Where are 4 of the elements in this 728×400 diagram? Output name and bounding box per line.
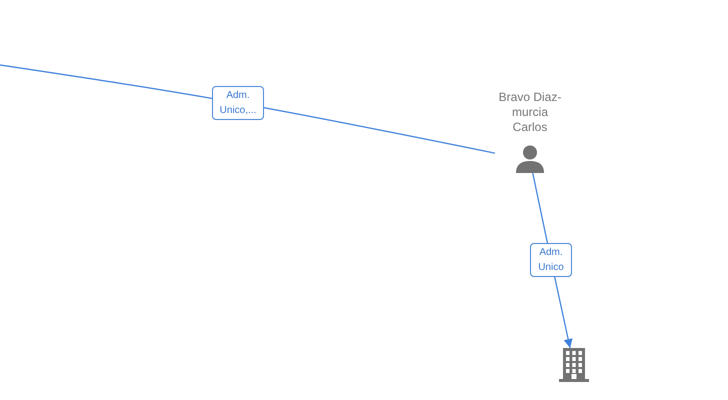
connector-line (0, 64, 496, 154)
edge-label: Adm. Unico,... (212, 86, 264, 120)
edge-label: Adm. Unico (530, 243, 572, 277)
person-name: Bravo Diaz-murcia Carlos (498, 90, 562, 135)
